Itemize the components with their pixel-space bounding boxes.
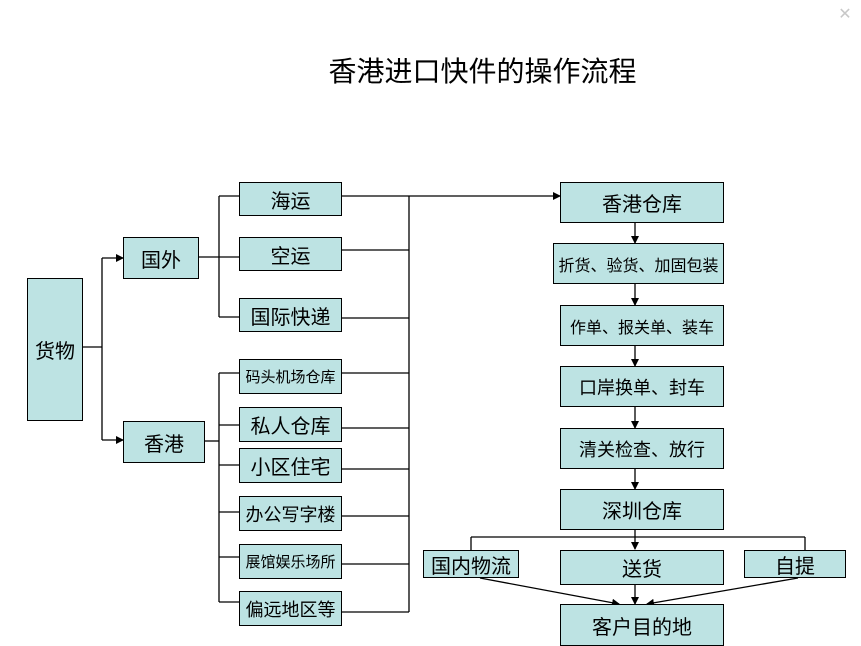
node-overseas: 国外 — [123, 237, 199, 279]
node-label: 国内物流 — [431, 553, 511, 578]
node-port-exchange-seal: 口岸换单、封车 — [560, 366, 724, 407]
node-self-pickup: 自提 — [744, 550, 846, 578]
node-hongkong: 香港 — [123, 421, 205, 463]
node-port-airport-warehouse: 码头机场仓库 — [239, 359, 342, 394]
node-label: 空运 — [270, 243, 311, 268]
node-office-building: 办公写字楼 — [239, 496, 342, 531]
node-label: 送货 — [622, 557, 662, 581]
node-air-freight: 空运 — [239, 237, 342, 271]
node-hk-warehouse: 香港仓库 — [560, 182, 724, 223]
node-label: 偏远地区等 — [245, 599, 336, 621]
node-intl-express: 国际快递 — [239, 298, 342, 332]
node-label: 折货、验货、加固包装 — [558, 255, 719, 275]
node-residential: 小区住宅 — [239, 448, 342, 483]
page-title: 香港进口快件的操作流程 — [328, 55, 637, 88]
node-label: 作单、报关单、装车 — [569, 317, 714, 337]
node-unpack-inspect-pack: 折货、验货、加固包装 — [553, 243, 724, 284]
node-label: 小区住宅 — [250, 455, 331, 479]
node-label: 清关检查、放行 — [579, 439, 705, 461]
node-label: 码头机场仓库 — [245, 368, 336, 386]
node-label: 展馆娱乐场所 — [245, 553, 336, 571]
close-icon[interactable]: ✕ — [838, 4, 852, 23]
node-docs-declaration-load: 作单、报关单、装车 — [560, 305, 724, 346]
node-remote-areas: 偏远地区等 — [239, 591, 342, 626]
node-label: 国外 — [141, 247, 181, 272]
node-label: 香港仓库 — [602, 192, 682, 216]
node-delivery: 送货 — [560, 550, 724, 585]
node-domestic-logistics: 国内物流 — [423, 550, 519, 578]
node-label: 口岸换单、封车 — [579, 377, 705, 399]
node-label: 客户目的地 — [592, 614, 692, 639]
node-private-warehouse: 私人仓库 — [239, 407, 342, 442]
node-label: 办公写字楼 — [245, 504, 336, 526]
node-label: 海运 — [270, 188, 311, 213]
node-customs-release: 清关检查、放行 — [560, 428, 724, 469]
node-label: 香港 — [144, 431, 184, 456]
node-exhibition-venue: 展馆娱乐场所 — [239, 544, 342, 579]
node-sea-freight: 海运 — [239, 182, 342, 216]
node-shenzhen-warehouse: 深圳仓库 — [560, 489, 724, 530]
node-label: 货物 — [35, 339, 75, 363]
node-label: 自提 — [775, 553, 815, 578]
node-label: 深圳仓库 — [602, 499, 682, 523]
node-customer-destination: 客户目的地 — [560, 604, 724, 646]
node-label: 国际快递 — [250, 304, 331, 329]
node-label: 私人仓库 — [250, 414, 331, 438]
node-goods: 货物 — [27, 278, 83, 421]
